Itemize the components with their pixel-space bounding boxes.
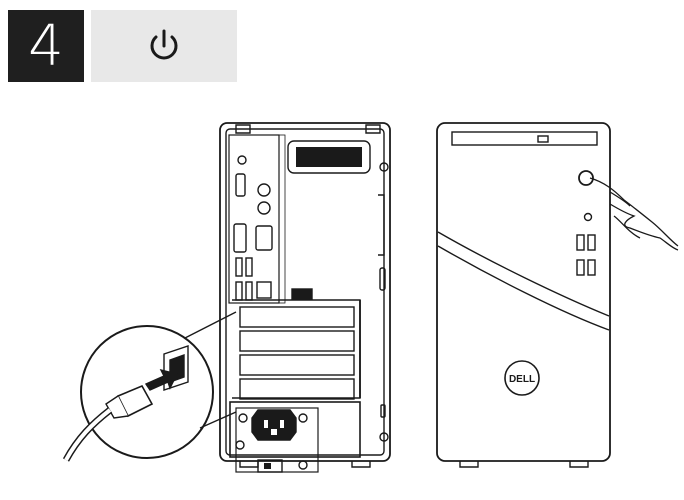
expansion-slot-cover: [239, 306, 355, 328]
power-icon-panel: [91, 10, 237, 82]
power-socket-icon: [251, 409, 297, 441]
audio-jack-icon: [237, 155, 247, 165]
expansion-slots: [239, 306, 355, 400]
thumbscrew-icon: [379, 162, 389, 172]
rear-io-panel: [228, 134, 313, 304]
hdmi-port-icon: [235, 173, 246, 197]
rear-vent: [287, 140, 371, 174]
side-panel-latch: [378, 194, 385, 256]
front-usb-port-icon: [576, 234, 585, 251]
hand-pressing-power: [589, 177, 679, 251]
power-cable-callout: [62, 311, 237, 462]
ps2-port-icon: [257, 201, 271, 215]
power-button[interactable]: [578, 170, 594, 186]
optical-drive: [451, 131, 598, 146]
tower-front-view: DELL: [436, 122, 611, 468]
power-supply-unit: [229, 401, 361, 473]
tower-rear-view: [219, 122, 391, 473]
expansion-slot-cover: [239, 354, 355, 376]
ps2-port-icon: [257, 183, 271, 197]
step-number-badge: 4: [8, 10, 84, 82]
psu-switch: [257, 459, 283, 473]
step-number: 4: [28, 13, 64, 79]
thumbscrew-icon: [379, 432, 389, 442]
expansion-slot-cover: [239, 378, 355, 400]
vga-port-icon: [233, 223, 247, 253]
ethernet-port-icon: [256, 281, 272, 299]
expansion-slot-cover: [239, 330, 355, 352]
usb-port-icon: [235, 257, 243, 277]
front-usb-port-icon: [587, 259, 596, 276]
usb-port-icon: [245, 281, 253, 301]
power-icon: [150, 29, 178, 60]
front-bezel-accent: [437, 231, 610, 317]
front-usb-port-icon: [576, 259, 585, 276]
headset-jack-icon: [583, 212, 593, 222]
service-tag-label: [291, 288, 313, 300]
dell-logo: DELL: [504, 360, 540, 396]
insert-arrow-icon: [144, 368, 179, 391]
usb-port-icon: [245, 257, 253, 277]
front-usb-port-icon: [587, 234, 596, 251]
usb-port-icon: [235, 281, 243, 301]
serial-port-icon: [255, 225, 273, 251]
dell-logo-text: DELL: [509, 374, 535, 385]
